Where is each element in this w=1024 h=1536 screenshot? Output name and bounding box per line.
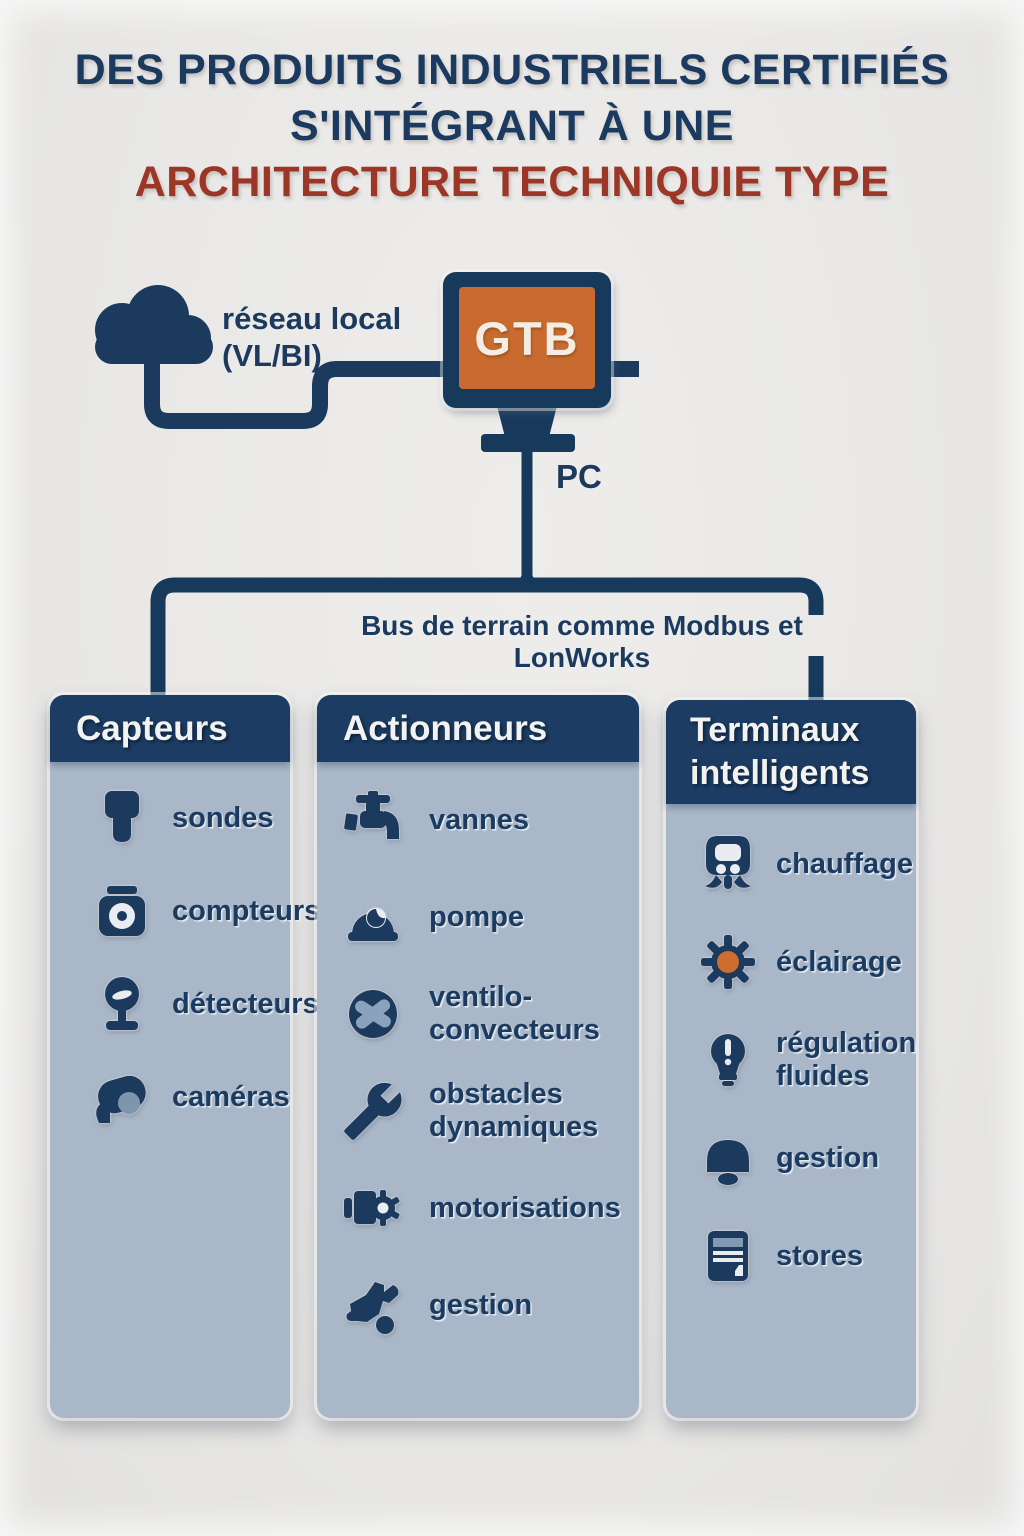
item-label: éclairage bbox=[776, 945, 902, 978]
list-item: détecteurs bbox=[90, 972, 319, 1036]
wrench-icon bbox=[341, 1079, 405, 1143]
cloud-to-gtb-line bbox=[144, 352, 443, 429]
pump-icon bbox=[341, 885, 405, 949]
item-label: stores bbox=[776, 1239, 864, 1272]
column-actionneurs: Actionneurs vannes pompe ventilo- convec… bbox=[317, 695, 639, 1418]
item-label: pompe bbox=[429, 900, 525, 933]
column-capteurs-body: sondes compteurs détecteurs caméras bbox=[50, 762, 320, 1418]
list-item: éclairage bbox=[696, 928, 910, 996]
probe-icon bbox=[90, 786, 154, 850]
list-item: chauffage bbox=[696, 830, 913, 898]
title-line-1: DES PRODUITS INDUSTRIELS CERTIFIÉS bbox=[74, 46, 950, 94]
item-label: ventilo- convecteurs bbox=[429, 981, 600, 1046]
column-terminaux-header: Terminaux intelligents bbox=[666, 700, 916, 804]
column-actionneurs-body: vannes pompe ventilo- convecteurs obstac… bbox=[317, 762, 639, 1418]
local-network-label: réseau local (VL/BI) bbox=[222, 301, 402, 373]
list-item: compteurs bbox=[90, 879, 320, 943]
detector-icon bbox=[90, 972, 154, 1036]
page-title: DES PRODUITS INDUSTRIELS CERTIFIÉS S'INT… bbox=[0, 42, 1024, 210]
meter-icon bbox=[90, 879, 154, 943]
item-label: régulation fluides bbox=[776, 1027, 917, 1092]
title-line-2: S'INTÉGRANT À UNE bbox=[290, 102, 734, 150]
item-label: motorisations bbox=[429, 1191, 621, 1224]
item-label: gestion bbox=[429, 1288, 533, 1321]
list-item: sondes bbox=[90, 786, 282, 850]
column-actionneurs-title: Actionneurs bbox=[343, 708, 548, 748]
item-label: gestion bbox=[776, 1141, 880, 1174]
item-label: caméras bbox=[172, 1080, 290, 1113]
fan-icon bbox=[341, 982, 405, 1046]
bus-line bbox=[150, 577, 824, 699]
item-label: sondes bbox=[172, 801, 274, 834]
pc-label: PC bbox=[556, 458, 602, 495]
column-capteurs-title: Capteurs bbox=[76, 708, 228, 748]
list-item: caméras bbox=[90, 1065, 290, 1129]
list-item: obstacles dynamiques bbox=[341, 1077, 631, 1145]
list-item: vannes bbox=[341, 786, 631, 854]
column-capteurs: Capteurs sondes compteurs détecteurs bbox=[50, 695, 320, 1418]
gtb-monitor: GTB bbox=[443, 272, 611, 408]
blinds-icon bbox=[696, 1224, 760, 1288]
list-item: ventilo- convecteurs bbox=[341, 980, 631, 1048]
monitor-stand bbox=[481, 406, 575, 452]
list-item: stores bbox=[696, 1222, 910, 1290]
lightbulb-icon bbox=[696, 1028, 760, 1092]
motor-gear-icon bbox=[341, 1176, 405, 1240]
column-capteurs-header: Capteurs bbox=[50, 695, 290, 762]
machine-icon bbox=[341, 1273, 405, 1337]
gear-icon bbox=[696, 930, 760, 994]
list-item: pompe bbox=[341, 883, 631, 951]
column-terminaux-body: chauffage éclairage régulation fluides g… bbox=[666, 804, 916, 1418]
bell-icon bbox=[696, 1126, 760, 1190]
column-terminaux-title: Terminaux intelligents bbox=[690, 711, 870, 792]
column-actionneurs-header: Actionneurs bbox=[317, 695, 639, 762]
gtb-label: GTB bbox=[474, 311, 580, 365]
item-label: obstacles dynamiques bbox=[429, 1078, 599, 1143]
gtb-monitor-screen: GTB bbox=[459, 287, 595, 389]
list-item: régulation fluides bbox=[696, 1026, 916, 1094]
title-line-3: ARCHITECTURE TECHNIQUIE TYPE bbox=[134, 158, 890, 206]
list-item: gestion bbox=[341, 1271, 631, 1339]
item-label: vannes bbox=[429, 803, 529, 836]
item-label: détecteurs bbox=[172, 987, 319, 1020]
list-item: motorisations bbox=[341, 1174, 631, 1242]
column-terminaux: Terminaux intelligents chauffage éclaira… bbox=[666, 700, 916, 1418]
cloud-icon bbox=[95, 285, 213, 364]
fieldbus-label: Bus de terrain comme Modbus et LonWorks bbox=[361, 610, 803, 673]
cctv-camera-icon bbox=[90, 1065, 154, 1129]
radiator-icon bbox=[696, 832, 760, 896]
faucet-icon bbox=[341, 788, 405, 852]
item-label: compteurs bbox=[172, 894, 321, 927]
item-label: chauffage bbox=[776, 847, 913, 880]
list-item: gestion bbox=[696, 1124, 910, 1192]
